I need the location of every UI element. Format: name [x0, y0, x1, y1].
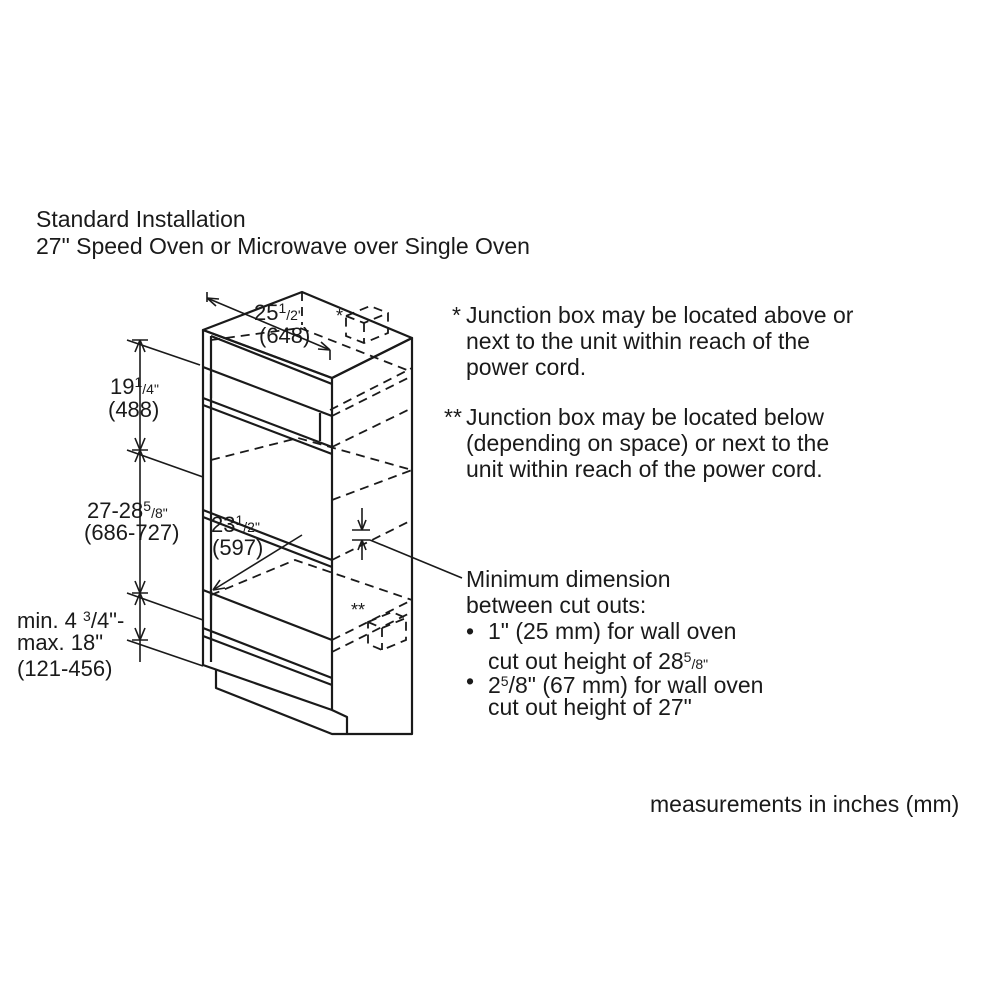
measurement-units-note: measurements in inches (mm): [650, 791, 960, 817]
dim-top-height-label: 191/4": [110, 374, 159, 399]
dim-line-width: [206, 292, 331, 360]
note-single-line: Junction box may be located above or: [466, 302, 854, 328]
dim-arrow-width: [206, 297, 331, 351]
cabinet-base: [214, 669, 349, 736]
dim-bottom-height-line2: max. 18": [17, 630, 104, 655]
min-dimension-bullet-1-line2: cut out height of 285/8": [488, 648, 709, 674]
note-single-line: power cord.: [466, 354, 587, 380]
dim-depth-label: 231/2": [211, 512, 260, 537]
min-dimension-bullet-1: 1" (25 mm) for wall oven: [488, 618, 737, 644]
junction-box-icon: [345, 305, 389, 344]
dim-arrows: [134, 339, 146, 641]
cabinet-inner-edges: [209, 334, 333, 662]
bullet: •: [466, 618, 475, 644]
cabinet-right-side: [331, 336, 414, 680]
dim-line-depth: [212, 534, 303, 591]
upper-cutout: [202, 365, 333, 456]
dim-arrow-depth: [212, 579, 226, 591]
dim-bottom-height-line1: min. 4 3/4"-: [17, 608, 125, 633]
dim-extension-lines: [126, 339, 204, 667]
dim-width-label: 251/2": [254, 300, 303, 325]
note-double-line: (depending on space) or next to the: [466, 430, 830, 456]
hidden-line-top: [301, 292, 413, 417]
dim-middle-height-mm: (686-727): [84, 520, 180, 545]
page-title: Standard Installation: [36, 206, 246, 232]
dim-line-min-cutout: [352, 508, 370, 560]
min-dimension-bullet-2: 25/8" (67 mm) for wall oven: [488, 672, 764, 698]
note-single-marker: *: [452, 302, 461, 328]
min-dimension-heading: between cut outs:: [466, 592, 647, 618]
note-double-marker: **: [444, 404, 462, 430]
note-single-line: next to the unit within reach of the: [466, 328, 810, 354]
leader-line: [369, 539, 463, 579]
junction-mark-top: *: [336, 306, 344, 326]
dim-middle-height-label: 27-285/8": [87, 498, 168, 523]
hidden-line-lower: [210, 559, 413, 653]
min-dimension-heading: Minimum dimension: [466, 566, 671, 592]
hidden-line-upper: [210, 327, 413, 448]
oven-cutout: [202, 508, 333, 642]
dim-bottom-height-mm: (121-456): [17, 656, 113, 681]
dim-depth-mm: (597): [212, 535, 264, 560]
note-double-line: unit within reach of the power cord.: [466, 456, 823, 482]
page-subtitle: 27" Speed Oven or Microwave over Single …: [36, 233, 530, 259]
hidden-line-middle: [210, 437, 413, 561]
min-dimension-bullet-2-line2: cut out height of 27": [488, 694, 692, 720]
junction-mark-bottom: **: [351, 600, 366, 620]
dim-arrow-min: [357, 519, 367, 551]
cabinet-base-right: [347, 680, 414, 736]
dim-width-mm: (648): [259, 323, 311, 348]
bullet: •: [466, 668, 475, 694]
dim-top-height-mm: (488): [108, 397, 160, 422]
bottom-shelf: [202, 626, 333, 687]
junction-box-icon: [367, 611, 407, 651]
note-double-line: Junction box may be located below: [466, 404, 824, 430]
